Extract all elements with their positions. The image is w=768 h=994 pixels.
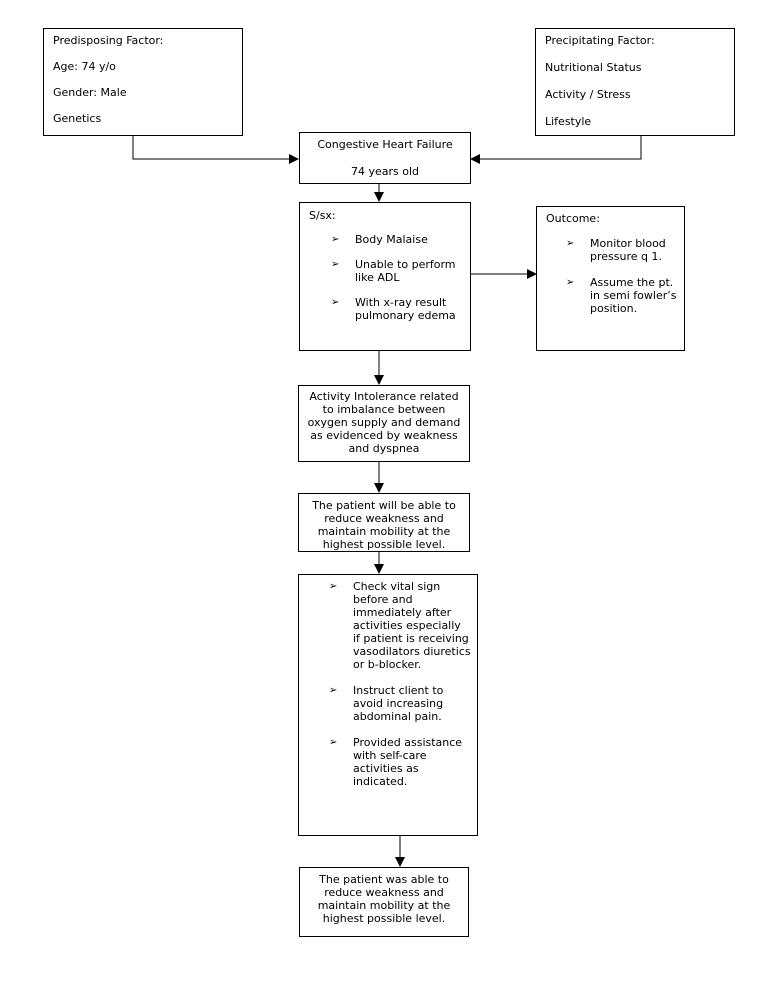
intervention-item: ➢ Provided assistance with self-care act… <box>329 736 471 788</box>
intervention-item-text: Instruct client to avoid increasing abdo… <box>353 684 444 723</box>
connector-predisposing <box>132 136 299 164</box>
intervention-item: ➢ Instruct client to avoid increasing ab… <box>329 684 471 723</box>
signs-item: ➢ With x-ray result pulmonary edema <box>331 296 464 322</box>
arrow-bullet-icon: ➢ <box>329 685 338 696</box>
arrow-bullet-icon: ➢ <box>331 259 340 270</box>
outcome-item: ➢ Monitor blood pressure q 1. <box>566 237 678 263</box>
arrow-bullet-icon: ➢ <box>329 737 338 748</box>
precipitating-activity: Activity / Stress <box>545 88 631 101</box>
arrow-bullet-icon: ➢ <box>566 277 575 288</box>
precipitating-lifestyle: Lifestyle <box>545 115 592 128</box>
evaluation-text: The patient was able to reduce weakness … <box>317 873 451 925</box>
outcome-item-text: Assume the pt. in semi fowler’s position… <box>590 276 677 315</box>
signs-list: ➢ Body Malaise ➢ Unable to perform like … <box>331 233 464 322</box>
evaluation-box: The patient was able to reduce weakness … <box>299 867 469 937</box>
arrow-bullet-icon: ➢ <box>331 234 340 245</box>
precipitating-title: Precipitating Factor: <box>545 34 655 47</box>
diagnosis-box: Congestive Heart Failure 74 years old <box>299 132 471 184</box>
arrow-bullet-icon: ➢ <box>329 581 338 592</box>
nursing-diagnosis-box: Activity Intolerance related to imbalanc… <box>298 385 470 462</box>
signs-title: S/sx: <box>309 209 336 222</box>
connector-precipitating <box>470 136 642 164</box>
interventions-box: ➢ Check vital sign before and immediatel… <box>298 574 478 836</box>
predisposing-age: Age: 74 y/o <box>53 60 116 73</box>
intervention-item: ➢ Check vital sign before and immediatel… <box>329 580 471 671</box>
nursing-diagnosis-text: Activity Intolerance related to imbalanc… <box>307 390 461 455</box>
outcome-item: ➢ Assume the pt. in semi fowler’s positi… <box>566 276 678 315</box>
predisposing-gender: Gender: Male <box>53 86 127 99</box>
intervention-item-text: Check vital sign before and immediately … <box>353 580 471 671</box>
outcome-title: Outcome: <box>546 212 600 225</box>
outcome-box: Outcome: ➢ Monitor blood pressure q 1. ➢… <box>536 206 685 351</box>
signs-item-text: With x-ray result pulmonary edema <box>355 296 456 322</box>
arrow-bullet-icon: ➢ <box>566 238 575 249</box>
precipitating-nutrition: Nutritional Status <box>545 61 642 74</box>
precipitating-factor-box: Precipitating Factor: Nutritional Status… <box>535 28 735 136</box>
arrow-bullet-icon: ➢ <box>331 297 340 308</box>
goal-box: The patient will be able to reduce weakn… <box>298 493 470 552</box>
predisposing-title: Predisposing Factor: <box>53 34 164 47</box>
interventions-list: ➢ Check vital sign before and immediatel… <box>329 580 471 788</box>
signs-symptoms-box: S/sx: ➢ Body Malaise ➢ Unable to perform… <box>299 202 471 351</box>
predisposing-genetics: Genetics <box>53 112 102 125</box>
intervention-item-text: Provided assistance with self-care activ… <box>353 736 463 788</box>
signs-item-text: Body Malaise <box>355 233 428 246</box>
signs-item-text: Unable to perform like ADL <box>355 258 456 284</box>
goal-text: The patient will be able to reduce weakn… <box>312 499 456 551</box>
signs-item: ➢ Body Malaise <box>331 233 464 246</box>
outcome-list: ➢ Monitor blood pressure q 1. ➢ Assume t… <box>566 237 678 315</box>
diagnosis-title: Congestive Heart Failure <box>317 138 453 151</box>
diagnosis-age: 74 years old <box>350 165 420 178</box>
signs-item: ➢ Unable to perform like ADL <box>331 258 464 284</box>
outcome-item-text: Monitor blood pressure q 1. <box>590 237 666 263</box>
predisposing-factor-box: Predisposing Factor: Age: 74 y/o Gender:… <box>43 28 243 136</box>
